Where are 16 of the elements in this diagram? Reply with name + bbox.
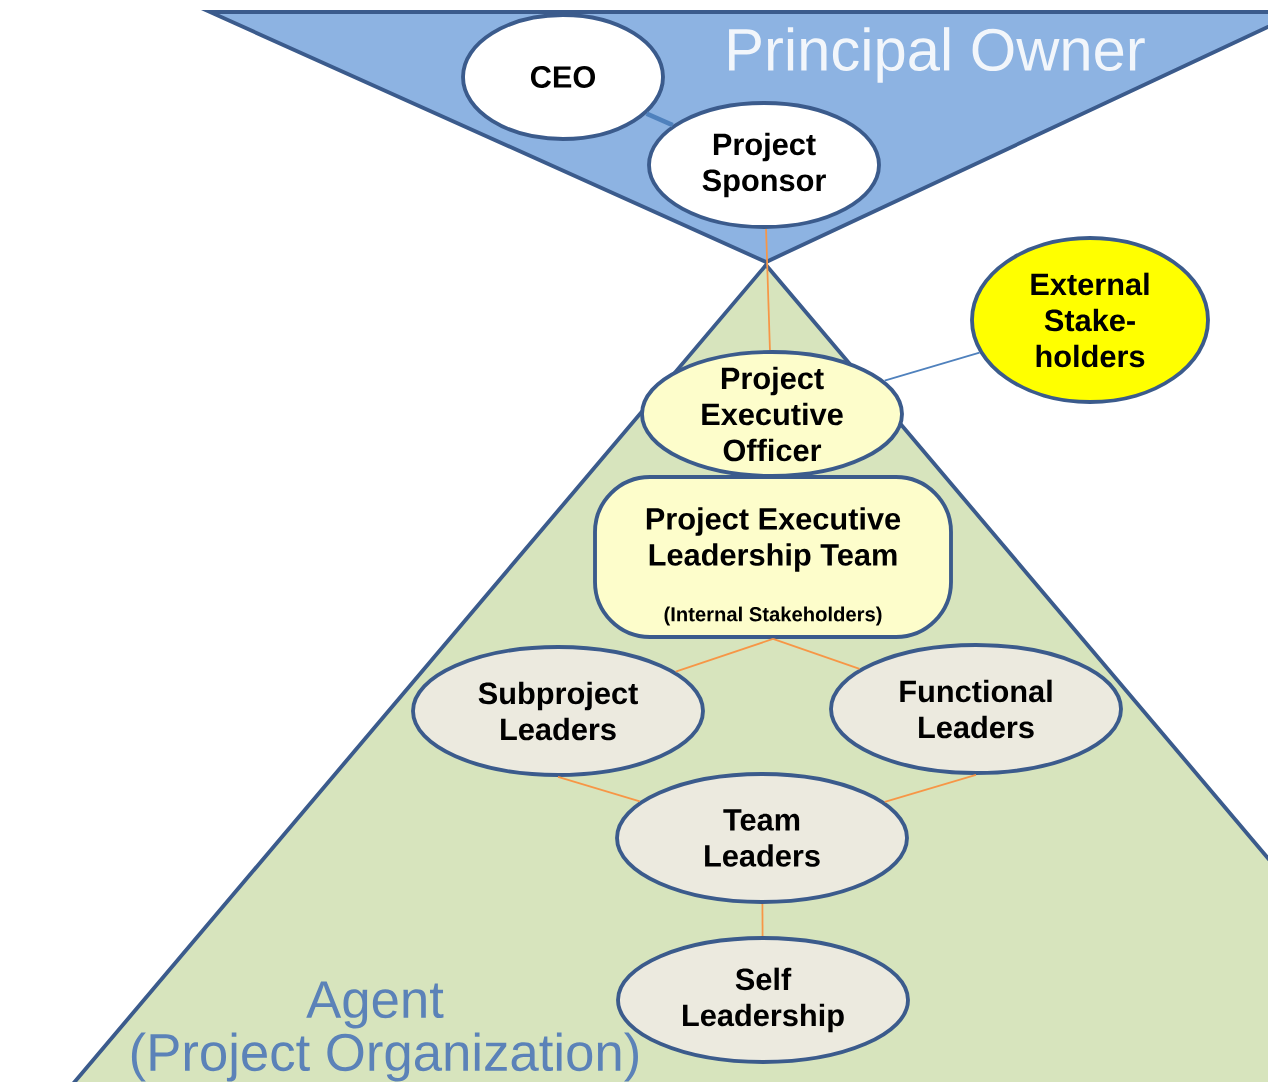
rounded-box: Project Executive Leadership Team (Internal Stakeholders) bbox=[593, 475, 953, 639]
ellipse-node: External Stake- holders bbox=[970, 236, 1210, 404]
ellipse-node: Team Leaders bbox=[615, 772, 909, 904]
connector-line bbox=[883, 774, 977, 803]
connector-line bbox=[883, 351, 981, 382]
ellipse-node: Project Sponsor bbox=[647, 101, 881, 229]
ellipse-node: CEO bbox=[461, 13, 665, 141]
connector-line bbox=[674, 638, 774, 673]
ellipse-node: Functional Leaders bbox=[829, 643, 1123, 775]
connector-line bbox=[772, 638, 861, 670]
ellipse-node: Subproject Leaders bbox=[411, 645, 705, 777]
connector-line bbox=[765, 228, 771, 351]
ellipse-node: Project Executive Officer bbox=[640, 350, 904, 478]
connector-line bbox=[761, 903, 764, 937]
connector-line bbox=[645, 111, 674, 128]
connector-line bbox=[557, 776, 641, 803]
